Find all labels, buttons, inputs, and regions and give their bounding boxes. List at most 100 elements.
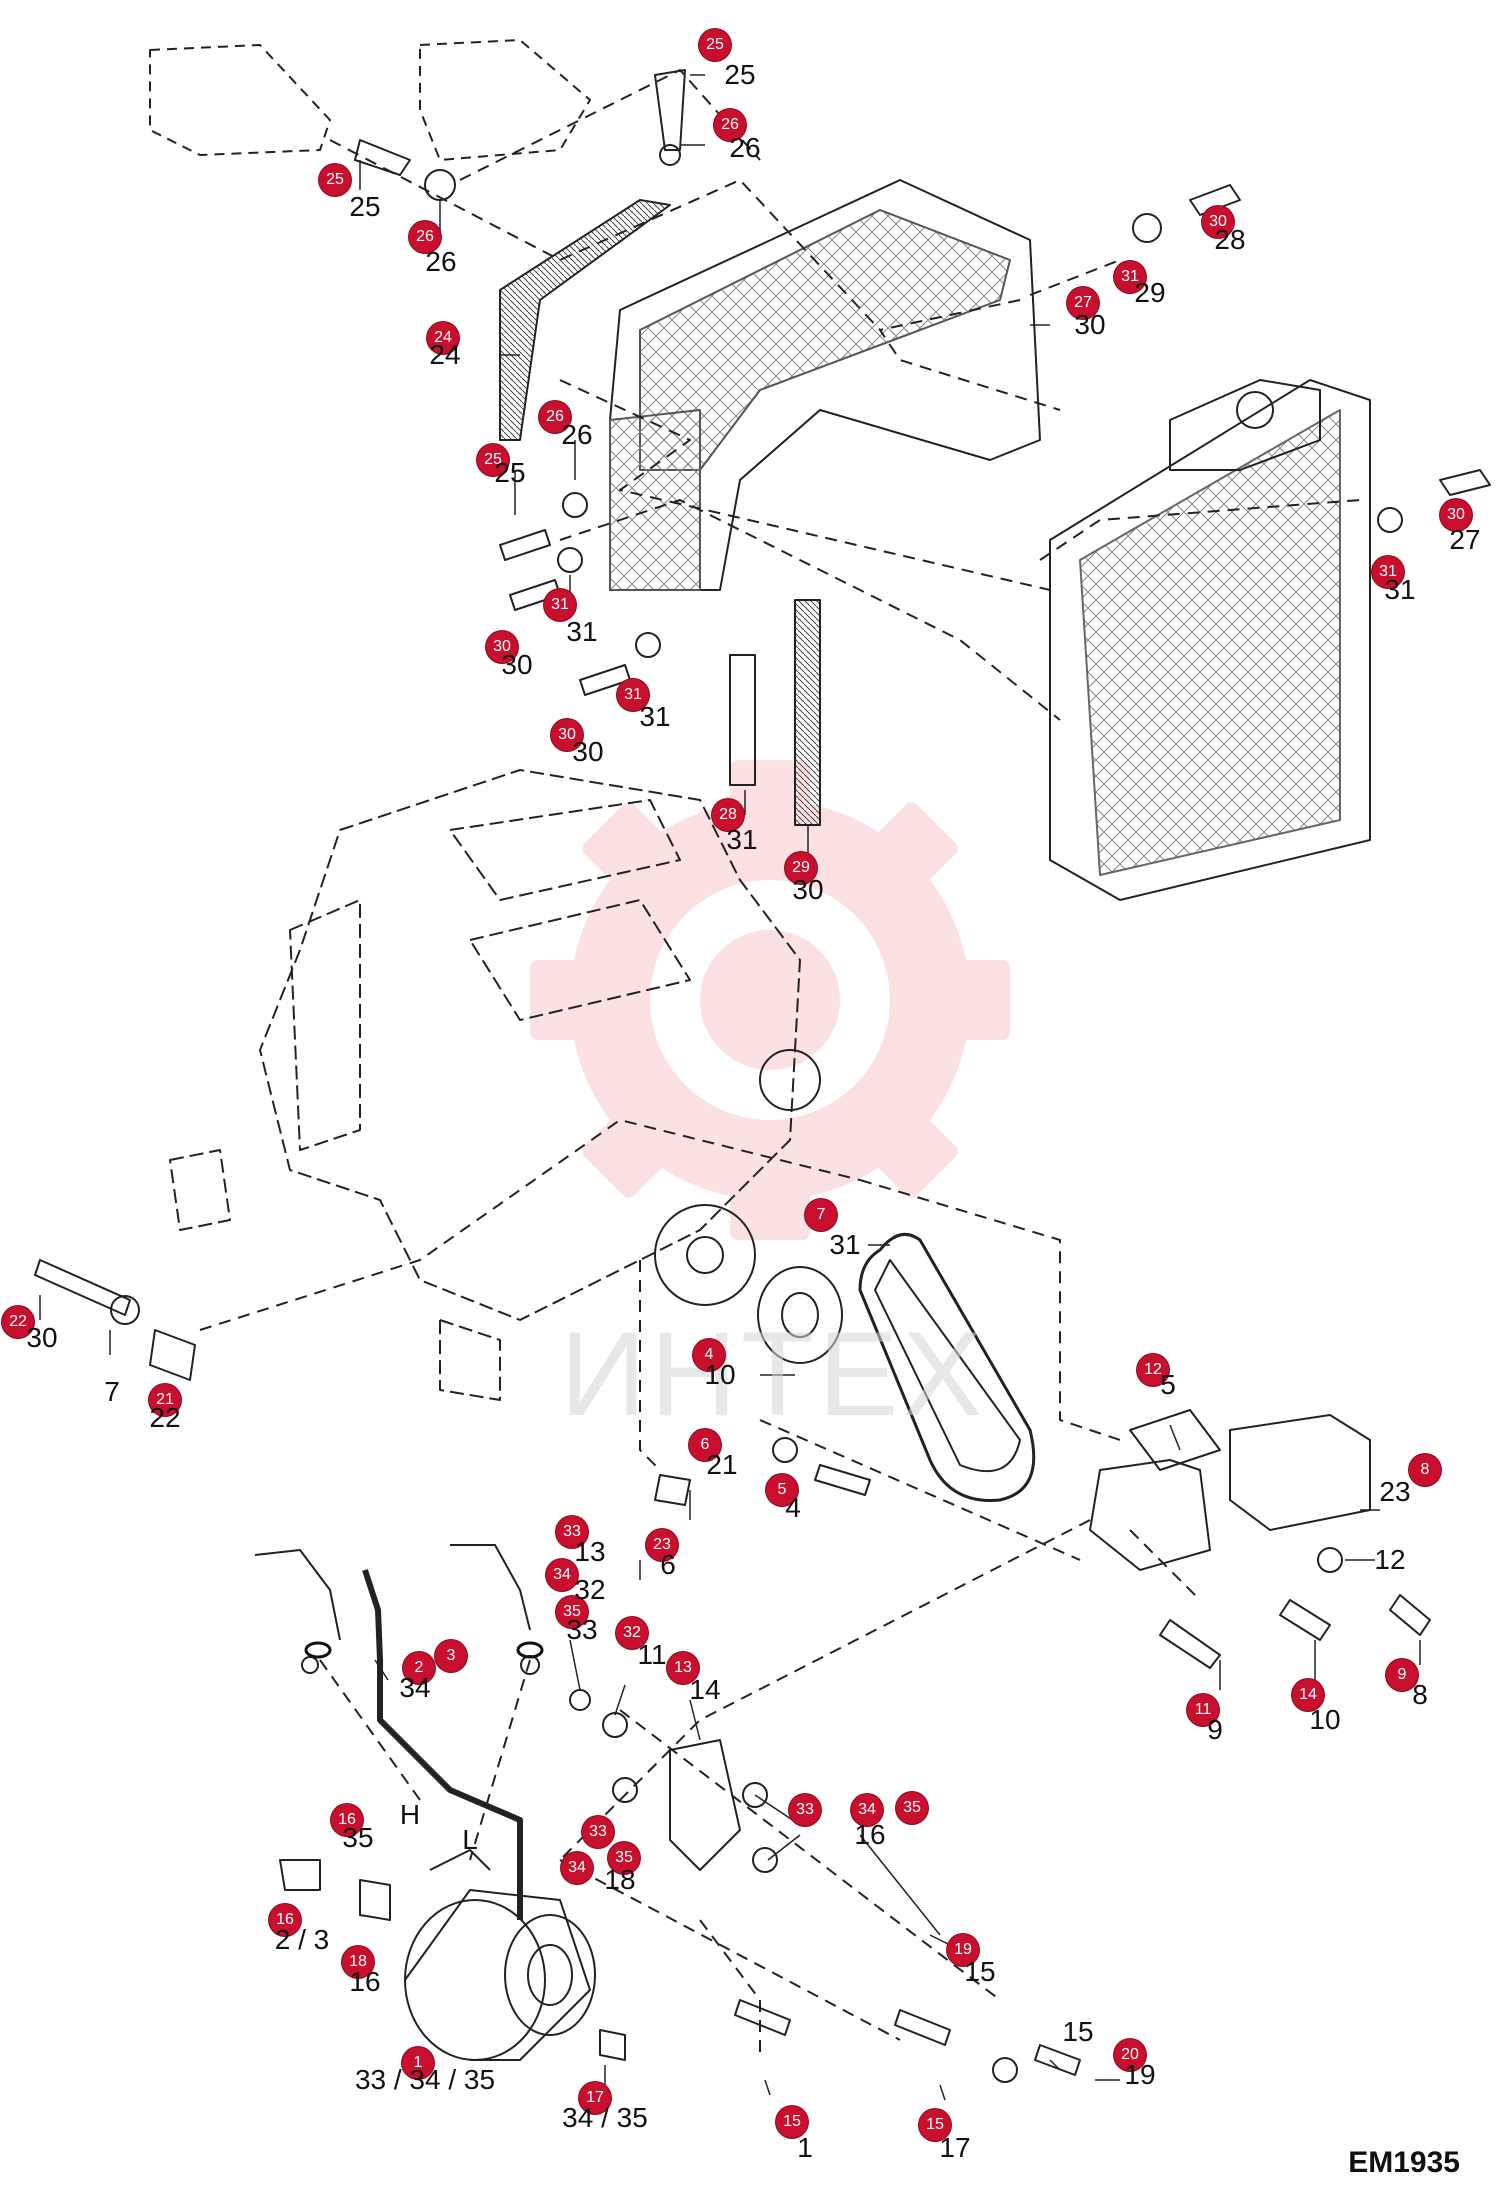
part-label-16: 35: [342, 1822, 374, 1853]
part-label-26: 26: [729, 132, 761, 163]
callout-31[interactable]: 31: [1372, 556, 1404, 588]
part-label-12: 5: [1160, 1369, 1176, 1400]
part-label-31: 29: [1134, 277, 1166, 308]
callout-4[interactable]: 4: [693, 1339, 725, 1371]
part-label-25: 25: [724, 59, 756, 90]
callout-33[interactable]: 33: [582, 1816, 614, 1848]
part-label-14: 10: [1309, 1704, 1341, 1735]
part-label-11: 9: [1207, 1714, 1223, 1745]
part-label-23: 6: [660, 1549, 676, 1580]
callout-30[interactable]: 30: [551, 719, 583, 751]
callout-14[interactable]: 14: [1292, 1679, 1324, 1711]
callout-3[interactable]: 3: [435, 1640, 467, 1672]
callout-35[interactable]: 35: [608, 1842, 640, 1874]
callout-25[interactable]: 25: [477, 444, 509, 476]
part-label-21: 22: [149, 1402, 181, 1433]
callout-5[interactable]: 5: [766, 1474, 798, 1506]
assembly-guide-lines-lower: [199, 1119, 1201, 2060]
mesh-strip: [794, 599, 821, 826]
part-label-15: 1: [797, 2132, 813, 2163]
callout-16[interactable]: 16: [269, 1904, 301, 1936]
callout-25[interactable]: 25: [319, 164, 351, 196]
callout-26[interactable]: 26: [714, 109, 746, 141]
part-label-17: 34 / 35: [562, 2102, 648, 2133]
callout-13[interactable]: 13: [667, 1652, 699, 1684]
part-label-27: 30: [1074, 309, 1106, 340]
part-label-26: 26: [425, 246, 457, 277]
callout-26[interactable]: 26: [409, 221, 441, 253]
spacer-set: [149, 1329, 691, 2061]
engine: [169, 769, 801, 1401]
wire-harness: [362, 1569, 523, 1920]
part-label-9: 8: [1412, 1679, 1428, 1710]
callout-19[interactable]: 19: [947, 1934, 979, 1966]
part-label-6: 21: [706, 1449, 738, 1480]
callout-31[interactable]: 31: [1114, 261, 1146, 293]
part-label-35: 33: [566, 1614, 598, 1645]
callout-30[interactable]: 30: [1202, 206, 1234, 238]
part-label-2-3: 34: [399, 1672, 431, 1703]
callout-24[interactable]: 24: [427, 322, 459, 354]
callout-1[interactable]: 1: [402, 2047, 434, 2079]
part-label-16: 2 / 3: [274, 1924, 330, 1955]
part-label-20: 19: [1124, 2059, 1156, 2090]
part-label-4: 10: [704, 1359, 736, 1390]
callout-32[interactable]: 32: [616, 1617, 648, 1649]
watermark-text: ИНТЕХ: [560, 1307, 987, 1441]
callout-29[interactable]: 29: [785, 852, 817, 884]
callout-22[interactable]: 22: [2, 1306, 34, 1338]
callout-8[interactable]: 8: [1409, 1454, 1441, 1486]
part-label-13: 14: [689, 1674, 721, 1705]
callout-18[interactable]: 18: [342, 1946, 374, 1978]
part-label-30: 28: [1214, 224, 1246, 255]
callout-31[interactable]: 31: [544, 589, 576, 621]
callout-15[interactable]: 15: [776, 2106, 808, 2138]
crank-pulley: [654, 1204, 756, 1306]
drive-belt: [858, 1232, 1036, 1502]
part-label-30: 27: [1449, 524, 1481, 555]
callout-16[interactable]: 16: [331, 1804, 363, 1836]
callout-27[interactable]: 27: [1067, 287, 1099, 319]
callout-25[interactable]: 25: [699, 29, 731, 61]
part-label-10: 7: [104, 1376, 120, 1407]
callout-9[interactable]: 9: [1386, 1659, 1418, 1691]
watermark-gear-icon: [530, 760, 1010, 1240]
callout-11[interactable]: 11: [1187, 1694, 1219, 1726]
part-label-1: 33 / 34 / 35: [354, 2064, 496, 2095]
callout-33[interactable]: 33: [789, 1794, 821, 1826]
callout-35[interactable]: 35: [556, 1596, 588, 1628]
hose-right: [450, 1544, 531, 1631]
pulley: [757, 1266, 843, 1364]
callout-15[interactable]: 15: [919, 2109, 951, 2141]
hose-letter-l: L: [462, 1824, 478, 1855]
callout-17[interactable]: 17: [579, 2082, 611, 2114]
radiator: [1049, 379, 1371, 901]
callout-33[interactable]: 33: [556, 1516, 588, 1548]
callout-31[interactable]: 31: [617, 679, 649, 711]
callout-23[interactable]: 23: [646, 1529, 678, 1561]
callout-21[interactable]: 21: [149, 1384, 181, 1416]
callout-30[interactable]: 30: [486, 631, 518, 663]
part-label-29: 30: [792, 874, 824, 905]
washer-set: [110, 144, 1403, 2083]
callout-26[interactable]: 26: [539, 401, 571, 433]
callout-35[interactable]: 35: [896, 1792, 928, 1824]
part-label-31: 31: [639, 701, 671, 732]
part-label-22: 30: [26, 1322, 58, 1353]
part-label-30: 30: [501, 649, 533, 680]
seal-strip: [729, 654, 756, 786]
callout-2[interactable]: 2: [403, 1652, 435, 1684]
callout-34[interactable]: 34: [546, 1559, 578, 1591]
callout-20[interactable]: 20: [1114, 2039, 1146, 2071]
callout-28[interactable]: 28: [712, 799, 744, 831]
part-label-10: 12: [1374, 1544, 1406, 1575]
callout-34[interactable]: 34: [561, 1852, 593, 1884]
callout-7[interactable]: 7: [805, 1199, 837, 1231]
callout-34[interactable]: 34: [851, 1794, 883, 1826]
callout-6[interactable]: 6: [689, 1429, 721, 1461]
mount-block: [1229, 1414, 1371, 1531]
callout-30[interactable]: 30: [1440, 499, 1472, 531]
hose-letter-h: H: [399, 1799, 421, 1830]
part-label-30: 30: [572, 736, 604, 767]
callout-12[interactable]: 12: [1137, 1354, 1169, 1386]
